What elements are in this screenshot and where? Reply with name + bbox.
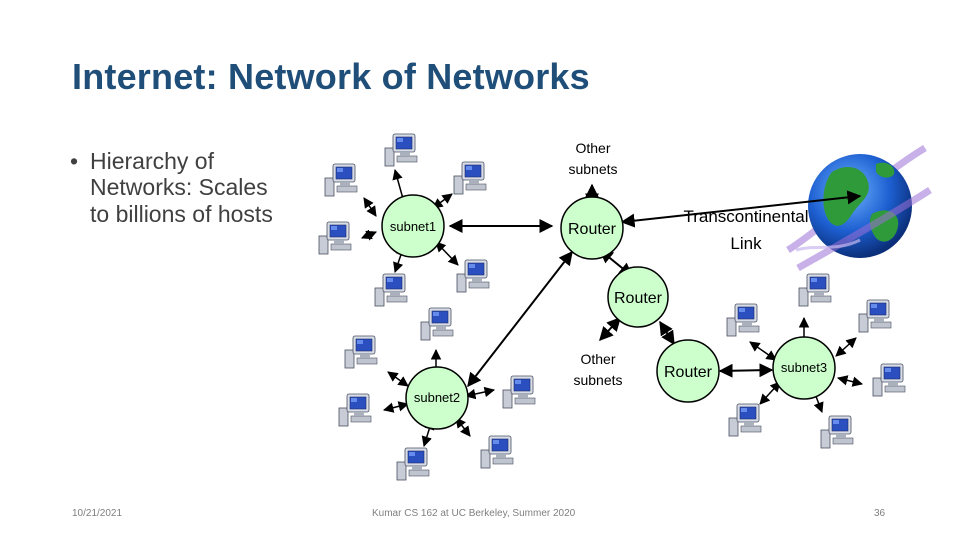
subnet2-label: subnet2	[414, 390, 460, 405]
transcontinental-line2: Link	[730, 234, 762, 253]
other-subnets-mid-label: Other subnets	[573, 351, 622, 388]
computer-icon	[344, 335, 378, 369]
computer-icon	[858, 299, 892, 333]
subnet1-label: subnet1	[390, 219, 436, 234]
router-right-label: Router	[664, 364, 713, 381]
other-subnets-mid-line1: Other	[580, 351, 615, 367]
computer-icon	[728, 403, 762, 437]
computer-icon	[396, 447, 430, 481]
computer-icon	[338, 393, 372, 427]
bullet-list: • Hierarchy of Networks: Scales to billi…	[70, 148, 290, 227]
router-top-node: Router	[560, 196, 624, 260]
subnet3-node: subnet3	[772, 336, 836, 400]
footer-page-number: 36	[874, 508, 886, 519]
other-subnets-top-line1: Other	[575, 140, 610, 156]
footer-date: 10/21/2021	[72, 508, 123, 519]
computer-icon	[374, 273, 408, 307]
globe-icon	[786, 144, 932, 272]
other-subnets-top-line2: subnets	[568, 161, 617, 177]
computer-icon	[456, 259, 490, 293]
other-subnets-mid-line2: subnets	[573, 372, 622, 388]
subnet1-node: subnet1	[381, 194, 445, 258]
router-mid-node: Router	[607, 266, 669, 328]
computer-icon	[798, 273, 832, 307]
slide-title: Internet: Network of Networks	[72, 56, 590, 97]
computer-icon	[420, 307, 454, 341]
bullet-text: Hierarchy of Networks: Scales to billion…	[90, 148, 273, 227]
subnet3-label: subnet3	[781, 360, 827, 375]
computer-icon	[480, 435, 514, 469]
computer-icon	[502, 375, 536, 409]
bullet-item: • Hierarchy of Networks: Scales to billi…	[70, 148, 290, 227]
other-subnets-top-label: Other subnets	[568, 140, 617, 177]
computer-icon	[453, 161, 487, 195]
transcontinental-line1: Transcontinental	[683, 207, 808, 226]
router-top-label: Router	[568, 221, 617, 238]
computer-icon	[324, 163, 358, 197]
transcontinental-link-label: Transcontinental Link	[683, 207, 808, 253]
computer-icon	[726, 303, 760, 337]
computer-icon	[872, 363, 906, 397]
router-mid-label: Router	[614, 290, 663, 307]
subnet2-node: subnet2	[405, 366, 469, 430]
computer-icon	[318, 221, 352, 255]
computer-icon	[384, 133, 418, 167]
footer-course: Kumar CS 162 at UC Berkeley, Summer 2020	[372, 508, 576, 519]
router-right-node: Router	[656, 339, 720, 403]
computer-icon	[820, 415, 854, 449]
bullet-marker: •	[70, 148, 79, 174]
